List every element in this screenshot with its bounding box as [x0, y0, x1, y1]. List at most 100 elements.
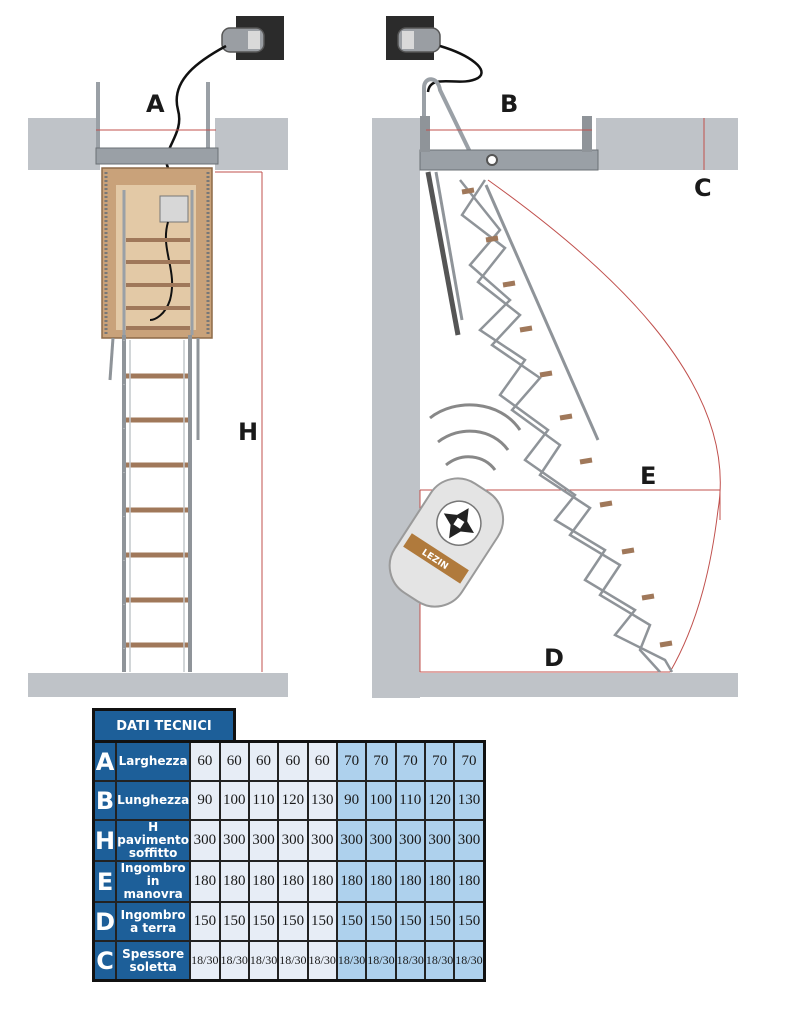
table-cell: 70 [423, 740, 456, 782]
label-a: A [146, 90, 165, 118]
table-cell: 60 [306, 740, 338, 782]
label-d: D [544, 644, 564, 672]
row-letter: H [92, 819, 118, 862]
table-cell: 150 [306, 901, 338, 942]
row-letter: E [92, 860, 118, 903]
table-cell: 300 [423, 819, 456, 862]
table-cell: 300 [218, 819, 250, 862]
table-cell: 18/30 [189, 940, 221, 982]
table-cell: 150 [453, 901, 486, 942]
row-letter: C [92, 940, 118, 982]
floor-slab-left [28, 673, 288, 697]
table-cell: 18/30 [453, 940, 486, 982]
table-cell: 180 [247, 860, 280, 903]
ceiling-slab-right [215, 118, 288, 170]
table-cell: 18/30 [306, 940, 338, 982]
table-cell: 60 [247, 740, 280, 782]
housing-treads [126, 238, 190, 330]
table-cell: 60 [189, 740, 221, 782]
table-cell: 100 [218, 780, 250, 821]
row-name: H pavimento soffitto [115, 819, 192, 862]
row-name: Ingombro in manovra [115, 860, 192, 903]
table-cell: 120 [277, 780, 309, 821]
table-cell: 180 [306, 860, 338, 903]
table-cell: 180 [277, 860, 309, 903]
table-cell: 150 [277, 901, 309, 942]
row-name: Ingombro a terra [115, 901, 192, 942]
table-cell: 300 [247, 819, 280, 862]
table-cell: 110 [247, 780, 280, 821]
table-cell: 90 [189, 780, 221, 821]
table-cell: 18/30 [394, 940, 426, 982]
table-cell: 70 [335, 740, 368, 782]
ladder-side [459, 179, 674, 673]
remote-control-icon: LEZIN [388, 477, 505, 608]
side-treads [461, 187, 673, 648]
ceiling-slab-side-right [596, 118, 738, 170]
table-cell: 18/30 [365, 940, 397, 982]
row-name: Larghezza [115, 740, 192, 782]
table-cell: 70 [453, 740, 486, 782]
table-cell: 150 [335, 901, 368, 942]
table-cell: 180 [423, 860, 456, 903]
ceiling-slab-left [28, 118, 100, 170]
table-cell: 120 [423, 780, 456, 821]
front-view: A H [28, 16, 288, 697]
table-cell: 300 [189, 819, 221, 862]
table-cell: 60 [218, 740, 250, 782]
label-h: H [238, 418, 258, 446]
table-cell: 100 [365, 780, 397, 821]
table-title: DATI TECNICI [92, 708, 236, 740]
table-cell: 180 [365, 860, 397, 903]
table-cell: 180 [453, 860, 486, 903]
side-view: LEZIN B C E D [372, 16, 738, 698]
table-cell: 150 [247, 901, 280, 942]
label-e: E [640, 462, 656, 490]
table-cell: 300 [306, 819, 338, 862]
table-cell: 180 [335, 860, 368, 903]
side-wall [372, 118, 420, 698]
table-cell: 130 [306, 780, 338, 821]
attic-ladder-diagram: A H [28, 16, 738, 698]
label-b: B [500, 90, 518, 118]
table-cell: 150 [218, 901, 250, 942]
table-cell: 70 [394, 740, 426, 782]
table-cell: 180 [394, 860, 426, 903]
table-cell: 90 [335, 780, 368, 821]
table-cell: 150 [189, 901, 221, 942]
table-cell: 18/30 [423, 940, 456, 982]
table-cell: 60 [277, 740, 309, 782]
table-cell: 18/30 [335, 940, 368, 982]
floor-slab-side [372, 673, 738, 697]
table-cell: 70 [365, 740, 397, 782]
table-cell: 110 [394, 780, 426, 821]
table-cell: 150 [423, 901, 456, 942]
table-cell: 18/30 [218, 940, 250, 982]
row-letter: B [92, 780, 118, 821]
table-cell: 150 [365, 901, 397, 942]
label-c: C [694, 174, 712, 202]
table-cell: 150 [394, 901, 426, 942]
table-cell: 300 [365, 819, 397, 862]
table-cell: 300 [394, 819, 426, 862]
ladder-front [108, 335, 200, 672]
row-letter: A [92, 740, 118, 782]
row-letter: D [92, 901, 118, 942]
table-cell: 180 [218, 860, 250, 903]
row-name: Lunghezza [115, 780, 192, 821]
motor-unit-right [386, 16, 483, 93]
table-cell: 300 [453, 819, 486, 862]
table-cell: 300 [277, 819, 309, 862]
row-name: Spessore soletta [115, 940, 192, 982]
table-cell: 130 [453, 780, 486, 821]
signal-waves-icon [429, 403, 522, 471]
table-cell: 180 [189, 860, 221, 903]
